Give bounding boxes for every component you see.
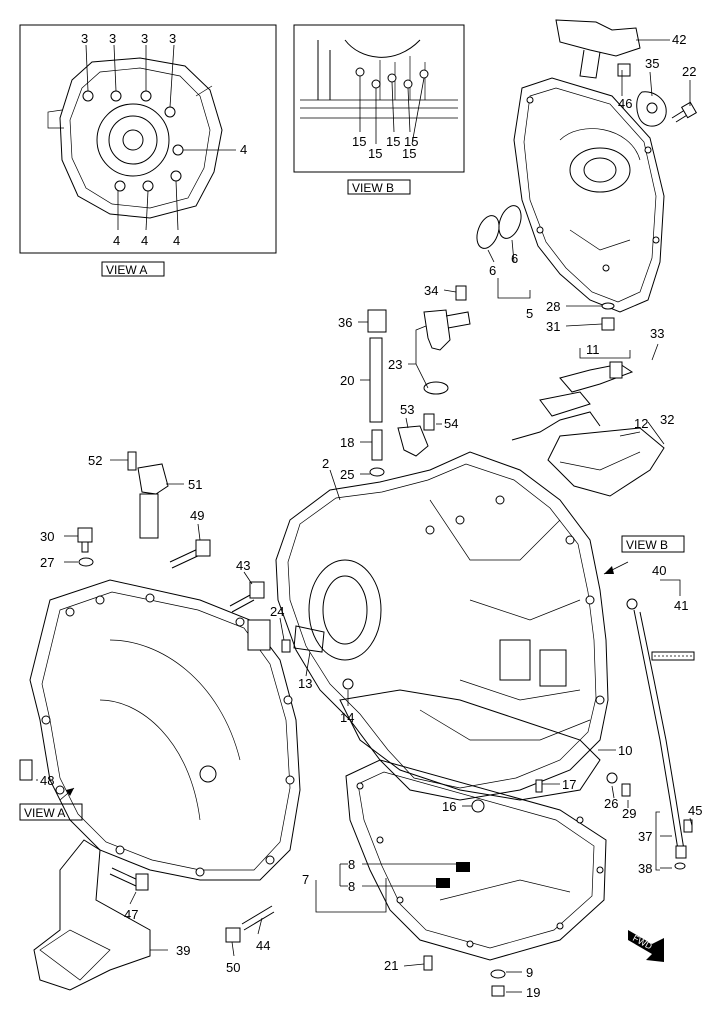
- callout-28: 28: [546, 299, 560, 314]
- callout-35: 35: [645, 56, 659, 71]
- callout-26: 26: [604, 796, 618, 811]
- callout-22: 22: [682, 64, 696, 79]
- callout-6b: 6: [511, 251, 518, 266]
- callout-40: 40: [652, 563, 666, 578]
- view-b-inset: 15 15 15 15 15: [293, 24, 465, 173]
- callout-12: 12: [634, 416, 648, 431]
- fwd-arrow-icon: FWD: [628, 930, 664, 962]
- view-a-pointer-label: VIEW A: [24, 806, 65, 820]
- view-a-pointer: VIEW A: [19, 787, 83, 821]
- view-a-callout-4-1: 4: [113, 233, 120, 248]
- view-b-caption-text: VIEW B: [352, 181, 394, 195]
- view-b-pointer: VIEW B: [603, 535, 685, 575]
- callout-38: 38: [638, 861, 652, 876]
- callout-48: 48: [40, 773, 54, 788]
- callout-39: 39: [176, 943, 190, 958]
- view-a-callout-4-2: 4: [141, 233, 148, 248]
- callout-51: 51: [188, 477, 202, 492]
- view-a-caption: VIEW A: [101, 261, 165, 277]
- callout-23: 23: [388, 357, 402, 372]
- callout-17: 17: [562, 777, 576, 792]
- callout-19: 19: [526, 985, 540, 1000]
- callout-54: 54: [444, 416, 458, 431]
- callout-20: 20: [340, 373, 354, 388]
- callout-8b: 8: [348, 879, 355, 894]
- callout-49: 49: [190, 508, 204, 523]
- callout-7: 7: [302, 872, 309, 887]
- callout-27: 27: [40, 555, 54, 570]
- callout-2: 2: [322, 456, 329, 471]
- leader-lines: [36, 39, 693, 993]
- view-b-callout-15-1: 15: [352, 134, 366, 149]
- callout-14: 14: [340, 710, 354, 725]
- callout-53: 53: [400, 402, 414, 417]
- view-b-pointer-label: VIEW B: [626, 538, 668, 552]
- callout-21: 21: [384, 958, 398, 973]
- callout-13: 13: [298, 676, 312, 691]
- callout-43: 43: [236, 558, 250, 573]
- callout-45: 45: [688, 803, 702, 818]
- view-a-callout-3-1: 3: [81, 31, 88, 46]
- transaxle-case: [275, 451, 609, 801]
- callout-50: 50: [226, 960, 240, 975]
- view-a-callout-4-3: 4: [173, 233, 180, 248]
- callout-31: 31: [546, 319, 560, 334]
- callout-46: 46: [618, 96, 632, 111]
- callout-10: 10: [618, 743, 632, 758]
- callout-24: 24: [270, 604, 284, 619]
- callout-42: 42: [672, 32, 686, 47]
- view-b-callout-15-4: 15: [402, 146, 416, 161]
- view-b-callout-15-2: 15: [368, 146, 382, 161]
- view-a-callout-4-right: 4: [240, 142, 247, 157]
- callout-36: 36: [338, 315, 352, 330]
- view-b-callout-15-5: 15: [404, 134, 418, 149]
- callout-25: 25: [340, 467, 354, 482]
- callout-47: 47: [124, 907, 138, 922]
- callout-41: 41: [674, 598, 688, 613]
- callout-29: 29: [622, 806, 636, 821]
- callout-33: 33: [650, 326, 664, 341]
- callout-8a: 8: [348, 857, 355, 872]
- callout-32: 32: [660, 412, 674, 427]
- harness-bracket-assembly: [511, 361, 665, 497]
- clutch-housing: [19, 451, 301, 991]
- sensor-parts: [367, 285, 471, 477]
- callout-37: 37: [638, 829, 652, 844]
- callout-11: 11: [586, 342, 600, 357]
- view-a-caption-text: VIEW A: [106, 263, 147, 277]
- view-a-callout-3-2: 3: [109, 31, 116, 46]
- callout-34: 34: [424, 283, 438, 298]
- oil-pan-assembly: [339, 689, 631, 997]
- callout-labels: 42 35 22 46 6 6 5 28 31 33 11 12 32 34 3…: [40, 32, 702, 1000]
- callout-9: 9: [526, 965, 533, 980]
- callout-44: 44: [256, 938, 270, 953]
- view-b-callout-15-3: 15: [386, 134, 400, 149]
- view-b-caption: VIEW B: [347, 179, 411, 195]
- callout-6a: 6: [489, 263, 496, 278]
- callout-5: 5: [526, 306, 533, 321]
- view-a-callout-3-3: 3: [141, 31, 148, 46]
- callout-18: 18: [340, 435, 354, 450]
- view-a-callout-3-4: 3: [169, 31, 176, 46]
- callout-30: 30: [40, 529, 54, 544]
- rear-cover-assembly: [476, 19, 698, 331]
- view-a-inset: 3 3 3 3 4 4 4 4: [19, 24, 277, 254]
- callout-52: 52: [88, 453, 102, 468]
- callout-16: 16: [442, 799, 456, 814]
- oil-level-gauge: [626, 598, 695, 870]
